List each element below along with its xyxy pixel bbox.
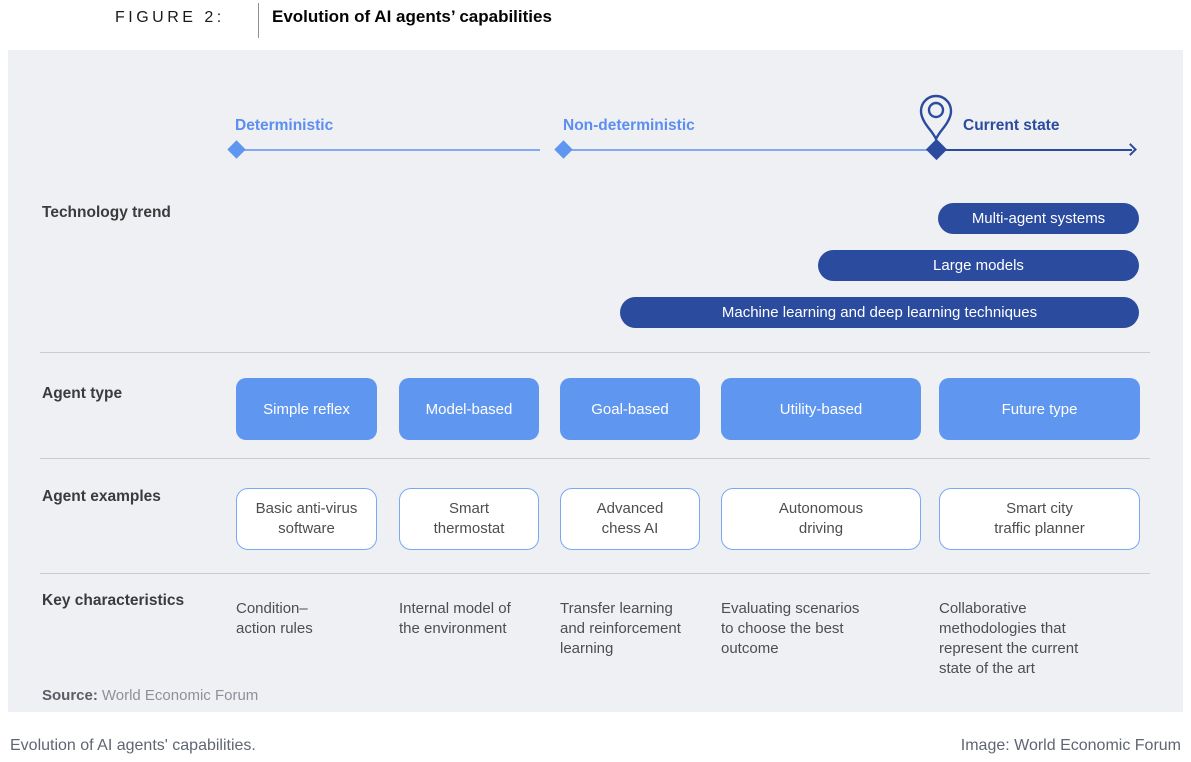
technology-trend-label: Technology trend <box>42 204 171 221</box>
image-credit: Image: World Economic Forum <box>960 737 1181 754</box>
figure-title: Evolution of AI agents’ capabilities <box>272 7 552 26</box>
agent-type-utility-based: Utility-based <box>721 378 921 440</box>
key-characteristic-transfer-learning: Transfer learning and reinforcement lear… <box>560 600 681 657</box>
source-line: Source:World Economic Forum <box>42 687 258 704</box>
location-pin-icon <box>919 94 953 142</box>
source-prefix: Source: <box>42 687 98 704</box>
timeline-segment-2 <box>565 149 929 151</box>
timeline-segment-1 <box>237 149 540 151</box>
agent-example-anti-virus: Basic anti-virus software <box>236 488 377 550</box>
agent-example-smart-thermostat: Smart thermostat <box>399 488 539 550</box>
agent-type-model-based: Model-based <box>399 378 539 440</box>
agent-type-future-type: Future type <box>939 378 1140 440</box>
key-characteristics-label: Key characteristics <box>42 592 185 609</box>
row-separator <box>40 458 1150 459</box>
figure-caption: Evolution of AI agents' capabilities. <box>10 737 256 754</box>
row-separator <box>40 352 1150 353</box>
row-separator <box>40 573 1150 574</box>
agent-example-smart-city-traffic-planner: Smart city traffic planner <box>939 488 1140 550</box>
agent-type-label: Agent type <box>42 385 123 402</box>
agent-examples-label: Agent examples <box>42 488 161 505</box>
key-characteristic-evaluating-scenarios: Evaluating scenarios to choose the best … <box>721 600 860 657</box>
header-divider <box>258 3 259 38</box>
timeline-stage-current-state: Current state <box>963 117 1060 134</box>
figure-number-label: FIGURE 2: <box>115 9 225 26</box>
agent-type-simple-reflex: Simple reflex <box>236 378 377 440</box>
key-characteristic-internal-model: Internal model of the environment <box>399 600 511 637</box>
agent-example-advanced-chess-ai: Advanced chess AI <box>560 488 700 550</box>
agent-example-autonomous-driving: Autonomous driving <box>721 488 921 550</box>
source-text: World Economic Forum <box>101 687 259 704</box>
timeline-segment-current <box>941 149 1132 151</box>
tech-pill-large-models: Large models <box>818 250 1139 281</box>
timeline-stage-non-deterministic: Non-deterministic <box>563 117 695 134</box>
tech-pill-multi-agent-systems: Multi-agent systems <box>938 203 1139 234</box>
timeline-stage-deterministic: Deterministic <box>235 117 334 134</box>
key-characteristic-collaborative-methodologies: Collaborative methodologies that represe… <box>939 600 1079 677</box>
agent-type-goal-based: Goal-based <box>560 378 700 440</box>
tech-pill-machine-learning: Machine learning and deep learning techn… <box>620 297 1139 328</box>
key-characteristic-condition-action: Condition– action rules <box>236 600 313 637</box>
